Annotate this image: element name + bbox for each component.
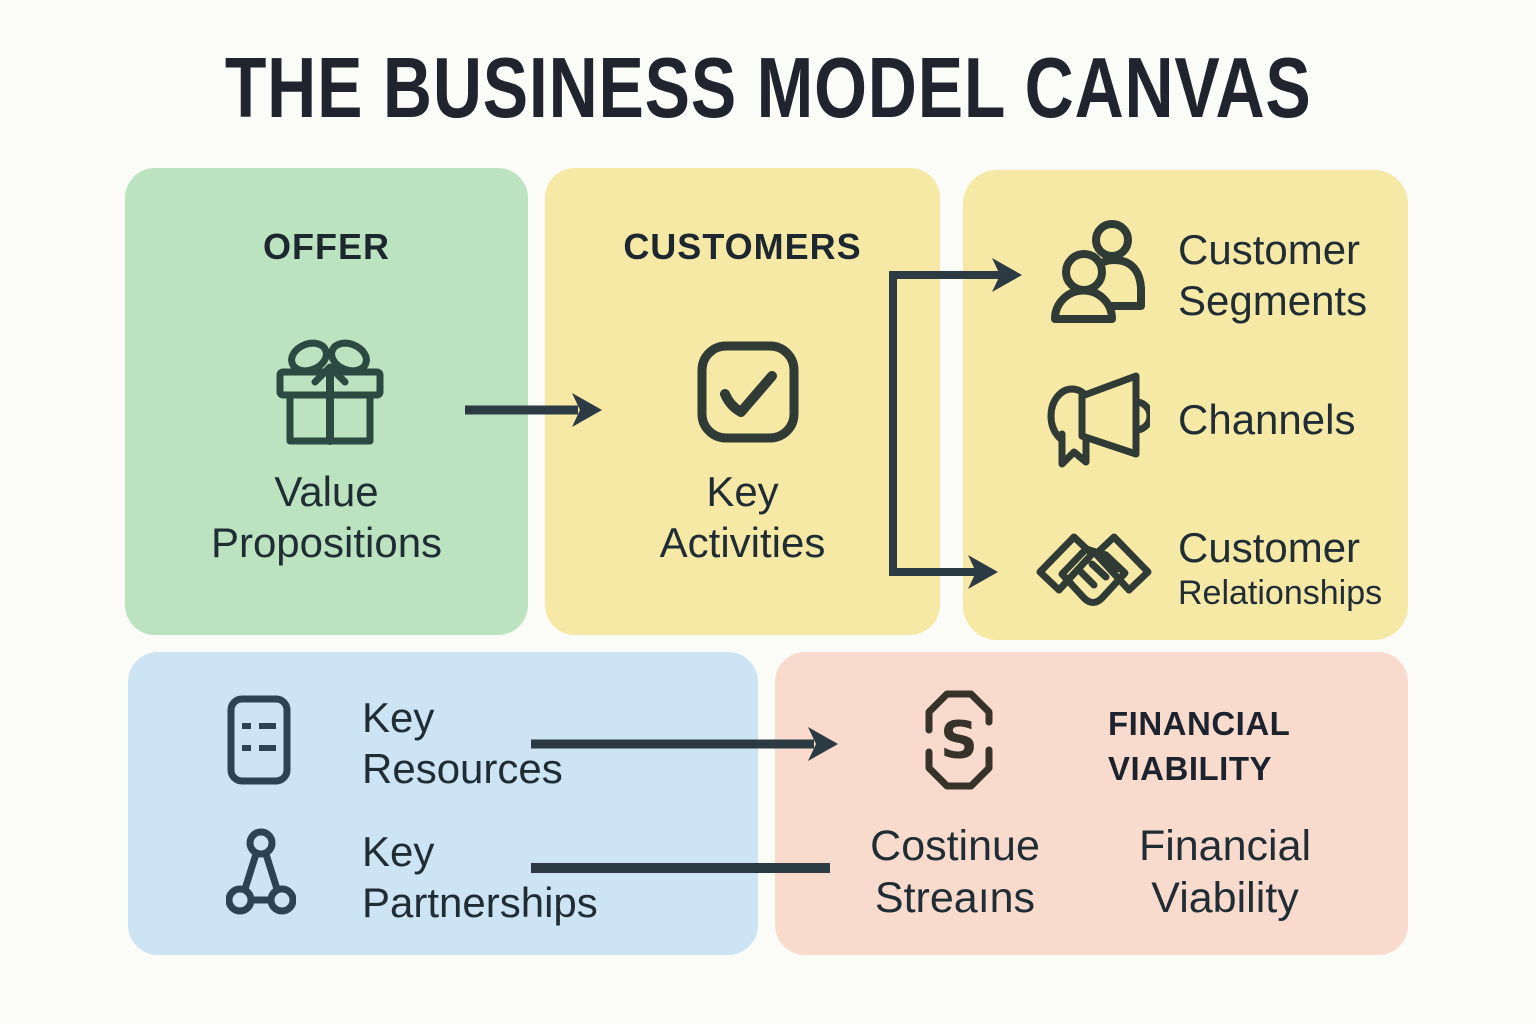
megaphone-icon xyxy=(1047,372,1150,468)
customers-box: CUSTOMERS Key Activities xyxy=(545,168,940,635)
handshake-fingers xyxy=(1077,553,1121,589)
page-title: THE BUSINESS MODEL CANVAS xyxy=(0,46,1536,131)
gift-icon xyxy=(276,339,384,445)
resources-box: Key Resources Key Partnerships xyxy=(128,652,758,955)
list-icon xyxy=(227,695,291,785)
megaphone-horn xyxy=(1078,372,1140,458)
financial-box: S FINANCIAL VIABILITY Costinue Streaıns … xyxy=(775,652,1408,955)
handshake-icon xyxy=(1036,533,1152,606)
viability-label: Financial Viability xyxy=(1138,822,1312,923)
gift-knot xyxy=(311,363,349,386)
handshake-right-cuff xyxy=(1092,533,1152,594)
page-title-text: THE BUSINESS MODEL CANVAS xyxy=(224,41,1312,136)
list-lines xyxy=(242,723,276,751)
people-front-head xyxy=(1062,250,1106,294)
partnerships-label: Key Partnerships xyxy=(362,828,598,927)
network-node-top xyxy=(246,828,276,858)
streams-label: Costinue Streaıns xyxy=(870,822,1040,923)
offer-label: Value Propositions xyxy=(210,468,443,567)
people-icon xyxy=(1051,220,1145,323)
network-links xyxy=(241,850,281,904)
checkbox-check xyxy=(720,371,777,417)
offer-header: OFFER xyxy=(263,226,390,267)
people-back-head xyxy=(1092,220,1132,260)
list-frame xyxy=(227,695,291,785)
checkbox-frame xyxy=(697,341,799,443)
checkbox-icon xyxy=(697,341,799,443)
segments-box: Customer Segments Channels Custom xyxy=(963,170,1408,640)
segments-label: Customer Segments xyxy=(1178,226,1368,325)
dollar-letter: S xyxy=(940,711,977,771)
megaphone-knob xyxy=(1132,398,1150,434)
channels-label: Channels xyxy=(1178,396,1356,443)
relationships-label: Customer Relationships xyxy=(1178,524,1383,613)
dollar-octagon-bottom xyxy=(925,746,993,790)
customers-label: Key Activities xyxy=(659,468,826,567)
dollar-icon: S xyxy=(925,690,993,790)
financial-header: FINANCIAL VIABILITY xyxy=(1108,705,1291,787)
people-front-body xyxy=(1051,286,1116,323)
dollar-octagon-top xyxy=(925,690,993,734)
resources-label: Key Resources xyxy=(362,694,563,793)
network-icon xyxy=(226,828,296,915)
megaphone-strap xyxy=(1058,430,1090,468)
offer-box: OFFER Value Propositions xyxy=(125,168,528,635)
customers-header: CUSTOMERS xyxy=(623,226,862,267)
